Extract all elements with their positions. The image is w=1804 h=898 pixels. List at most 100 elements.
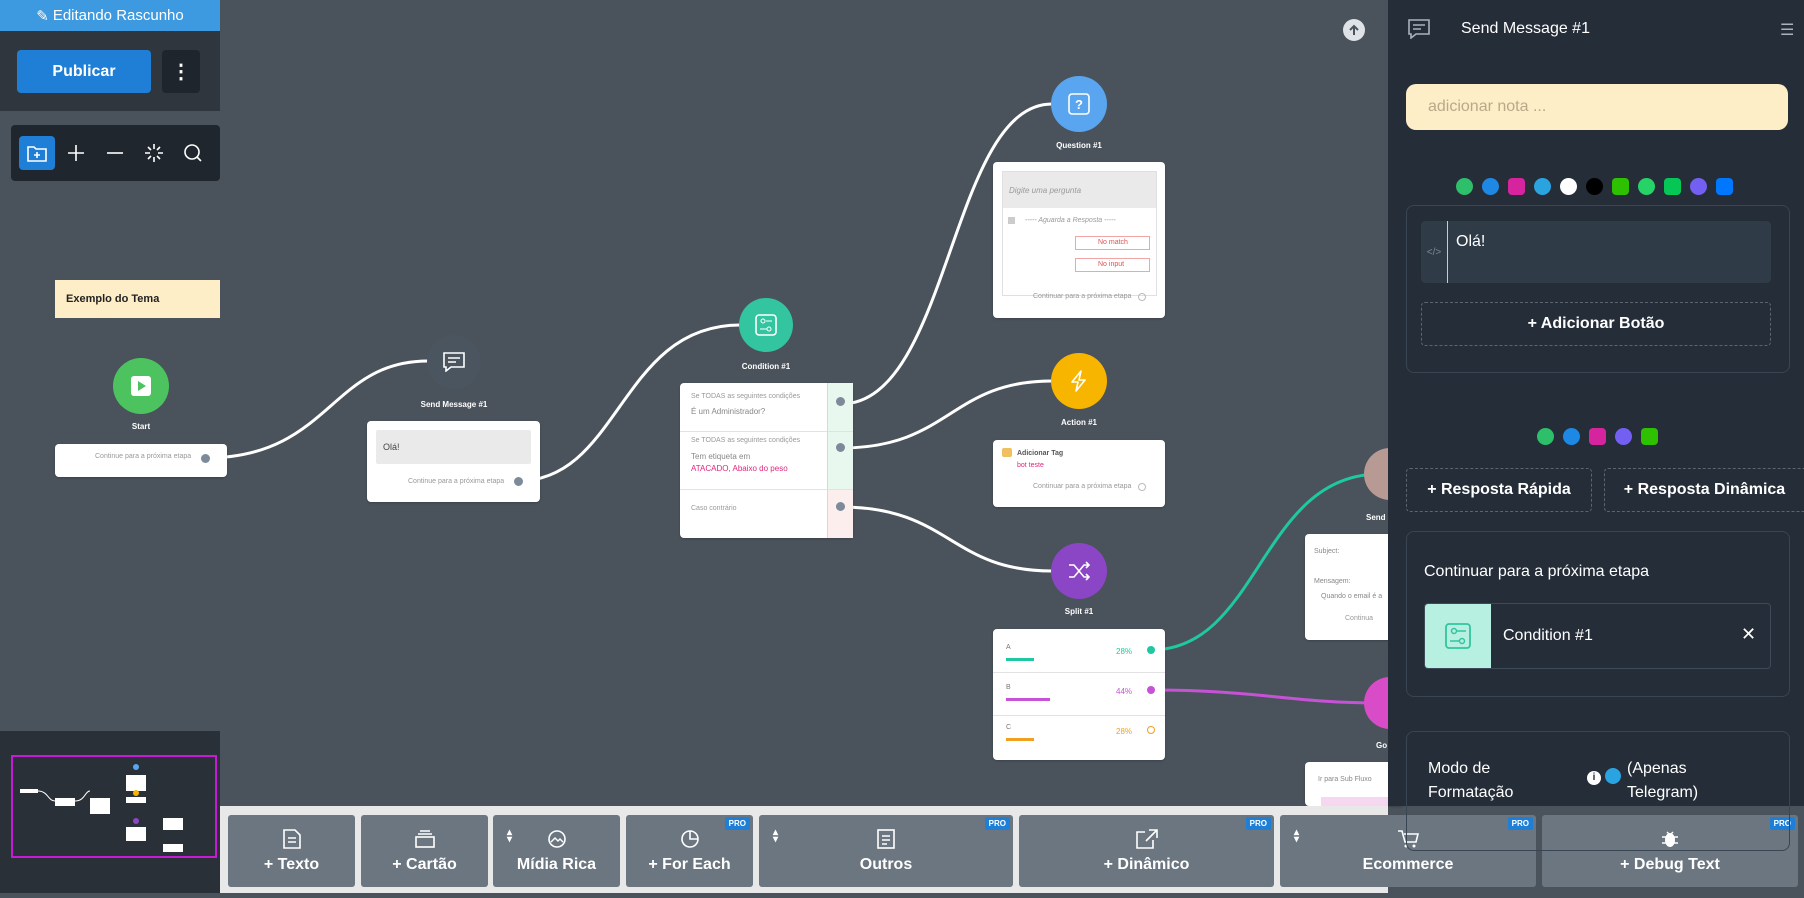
split-c-port[interactable] <box>1147 726 1155 734</box>
minimap-viewport[interactable] <box>11 755 217 858</box>
condition-row-2-tags: ATACADO, Abaixo do peso <box>691 464 788 473</box>
next-step-name: Condition #1 <box>1503 627 1593 644</box>
email-message-label: Mensagem: <box>1314 578 1351 585</box>
action-continue: Continuar para a próxima etapa <box>1033 483 1132 490</box>
ecommerce-button[interactable]: ▴▾ PRO Ecommerce <box>1280 815 1536 887</box>
panel-title: Send Message #1 <box>1461 20 1590 37</box>
minimap[interactable] <box>0 731 220 893</box>
add-button-button[interactable]: + Adicionar Botão <box>1421 302 1771 346</box>
panel-menu-icon[interactable]: ☰ <box>1780 22 1795 39</box>
rich-media-button[interactable]: ▴▾ Mídia Rica <box>493 815 620 887</box>
chat-channel-icon <box>1456 178 1473 195</box>
properties-panel: Send Message #1 ☰ adicionar nota ... </>… <box>1388 0 1804 851</box>
for-each-button[interactable]: PRO + For Each <box>626 815 753 887</box>
sort-icon[interactable]: ▴▾ <box>773 827 779 845</box>
quick-reply-button[interactable]: + Resposta Rápida <box>1406 468 1592 512</box>
condition-port-2[interactable] <box>836 443 845 452</box>
condition-icon <box>1425 604 1491 668</box>
goto-node-title: Go <box>1376 741 1388 750</box>
action-tag-value: bot teste <box>1017 462 1044 469</box>
condition-card[interactable]: Se TODAS as seguintes condições É um Adm… <box>680 383 853 538</box>
start-node-title: Start <box>131 422 151 431</box>
sort-icon[interactable]: ▴▾ <box>1294 827 1300 845</box>
split-c-label: C <box>1006 724 1012 731</box>
pro-badge: PRO <box>1769 817 1795 830</box>
image-icon <box>547 828 567 850</box>
send-message-output-port[interactable] <box>514 477 523 486</box>
no-input-option[interactable]: No input <box>1075 258 1150 272</box>
connection-condition-action <box>840 379 1053 450</box>
question-node-icon[interactable]: ? <box>1051 76 1107 132</box>
dynamic-reply-button[interactable]: + Resposta Dinâmica <box>1604 468 1804 512</box>
next-step-item[interactable]: Condition #1 ✕ <box>1424 603 1771 669</box>
question-card[interactable]: Digite uma pergunta ----- Aguarda a Resp… <box>993 162 1165 318</box>
flow-connections <box>204 102 1381 705</box>
search-icon[interactable] <box>175 136 211 170</box>
start-node-card[interactable]: Continue para a próxima etapa <box>55 444 227 477</box>
email-continue: Continua <box>1345 615 1374 622</box>
connection-start-send <box>204 359 429 460</box>
start-output-port[interactable] <box>201 454 210 463</box>
split-card[interactable]: A 28% B 44% C 28% <box>993 629 1165 760</box>
dynamic-button[interactable]: PRO + Dinâmico <box>1019 815 1274 887</box>
zoom-in-icon[interactable] <box>58 136 94 170</box>
continue-next-step-label: Continuar para a próxima etapa <box>1424 563 1650 580</box>
ecommerce-label: Ecommerce <box>1362 856 1454 873</box>
pie-icon <box>680 828 700 850</box>
split-b-label: B <box>1006 684 1011 691</box>
start-node-icon[interactable] <box>113 358 169 414</box>
svg-text:?: ? <box>1075 97 1083 112</box>
connection-condition-question <box>840 102 1053 406</box>
others-button[interactable]: ▴▾ PRO Outros <box>759 815 1013 887</box>
zoom-out-icon[interactable] <box>97 136 133 170</box>
pro-badge: PRO <box>984 817 1010 830</box>
action-tag-title: Adicionar Tag <box>1017 450 1064 457</box>
others-label: Outros <box>859 856 913 873</box>
action-card[interactable]: Adicionar Tag bot teste Continuar para a… <box>993 440 1165 507</box>
message-editor[interactable]: </> Olá! <box>1421 221 1771 283</box>
split-node-icon[interactable] <box>1051 543 1107 599</box>
auto-layout-icon[interactable] <box>136 136 172 170</box>
for-each-label: + For Each <box>648 856 731 873</box>
external-link-icon <box>1135 828 1158 850</box>
split-a-port[interactable] <box>1147 646 1155 654</box>
theme-note[interactable]: Exemplo do Tema <box>55 280 220 318</box>
sort-icon[interactable]: ▴▾ <box>507 827 513 845</box>
condition-port-3[interactable] <box>836 502 845 511</box>
note-input[interactable]: adicionar nota ... <box>1406 84 1788 130</box>
info-icon[interactable]: i <box>1587 771 1601 785</box>
more-options-button[interactable]: ⋮ <box>162 50 200 93</box>
condition-node-icon[interactable] <box>739 298 793 352</box>
folder-add-icon[interactable] <box>19 136 55 170</box>
code-icon[interactable]: </> <box>1421 221 1448 283</box>
add-text-button[interactable]: + Texto <box>228 815 355 887</box>
instagram-icon <box>1508 178 1525 195</box>
action-output-port[interactable] <box>1138 483 1146 491</box>
debug-text-button[interactable]: PRO + Debug Text <box>1542 815 1798 887</box>
add-card-button[interactable]: + Cartão <box>361 815 488 887</box>
draft-status-bar[interactable]: ✎ Editando Rascunho <box>0 0 220 31</box>
send-message-node-icon[interactable] <box>427 335 481 389</box>
no-match-option[interactable]: No match <box>1075 236 1150 250</box>
email-detail: Quando o email é a <box>1321 593 1383 600</box>
rich-media-label: Mídia Rica <box>516 856 597 873</box>
connection-split-b <box>1150 688 1381 705</box>
action-node-icon[interactable] <box>1051 353 1107 409</box>
close-icon[interactable]: ✕ <box>1741 624 1757 644</box>
message-text[interactable]: Olá! <box>1456 233 1486 250</box>
pro-badge: PRO <box>724 817 750 830</box>
condition-row-2-label: Se TODAS as seguintes condições <box>691 437 801 444</box>
scroll-top-icon[interactable] <box>1343 19 1365 41</box>
message-bubble: Olá! <box>376 430 531 464</box>
line-icon <box>1664 178 1681 195</box>
tiktok-icon <box>1586 178 1603 195</box>
question-output-port[interactable] <box>1138 293 1146 301</box>
bug-icon <box>1660 828 1680 850</box>
wechat-icon <box>1612 178 1629 195</box>
publish-button[interactable]: Publicar <box>17 50 151 93</box>
viber-icon <box>1615 428 1632 445</box>
send-message-card[interactable]: Olá! Continue para a próxima etapa <box>367 421 540 502</box>
split-b-port[interactable] <box>1147 686 1155 694</box>
split-a-label: A <box>1006 644 1011 651</box>
condition-port-1[interactable] <box>836 397 845 406</box>
